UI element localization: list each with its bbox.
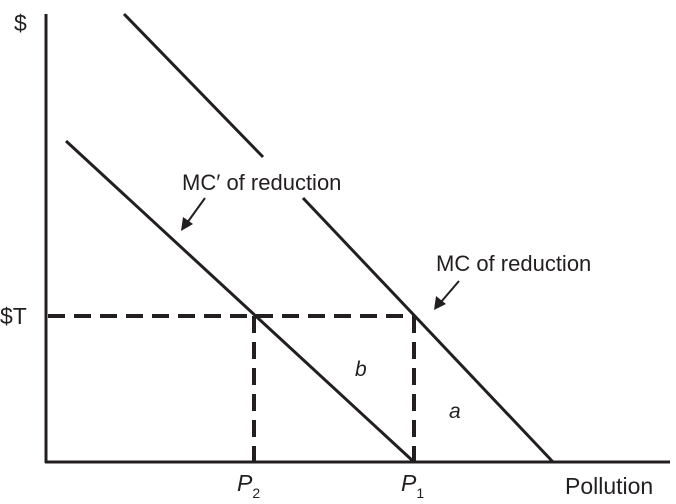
p2-tick-subscript: 2 (252, 485, 260, 501)
mc-prime-curve (64, 139, 416, 464)
p1-tick-label: P1 (401, 470, 424, 501)
y-axis-label: $ (14, 10, 27, 36)
p1-tick-main: P (401, 470, 417, 496)
mc-curve-lower-segment (301, 196, 555, 464)
region-a-label: a (449, 400, 461, 423)
mc-curve-upper-segment (122, 12, 265, 159)
mc-pointer-arrow (434, 280, 460, 310)
p2-tick-main: P (237, 470, 253, 496)
region-b-label: b (355, 358, 367, 381)
p2-tick-label: P2 (237, 470, 260, 501)
x-axis-label: Pollution (565, 473, 653, 499)
p1-tick-subscript: 1 (416, 485, 424, 501)
mc-prime-curve-label: MC′ of reduction (182, 170, 341, 195)
tax-level-label: $T (0, 303, 27, 329)
mc-prime-pointer-arrow (181, 197, 206, 231)
mc-curve-label: MC of reduction (436, 251, 591, 276)
